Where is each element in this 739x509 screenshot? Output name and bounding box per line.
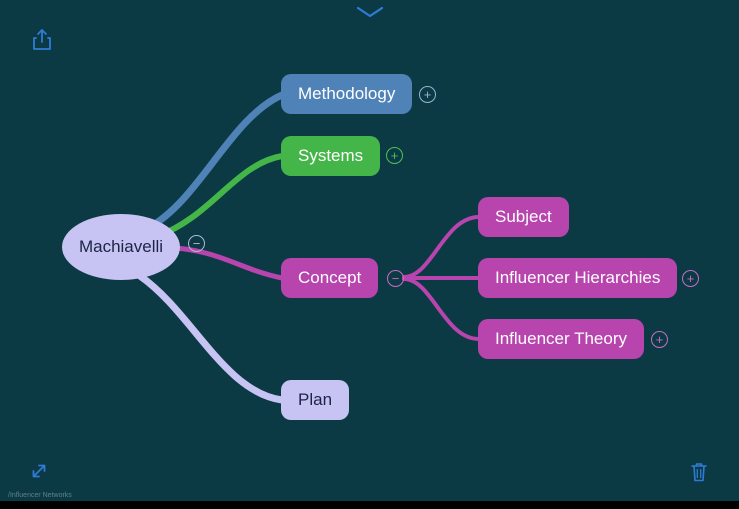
- edge-concept-influencer-theory: [402, 277, 481, 341]
- share-icon: [33, 29, 51, 50]
- node-concept[interactable]: Concept: [281, 258, 379, 298]
- plus-icon: +: [390, 148, 399, 163]
- minus-icon: −: [391, 271, 400, 286]
- delete-button[interactable]: [691, 462, 707, 487]
- node-influencer-theory-label: Influencer Theory: [495, 329, 627, 348]
- node-influencer-hierarchies[interactable]: Influencer Hierarchies: [478, 258, 678, 298]
- edge-root-methodology: [144, 91, 286, 232]
- edge-root-plan: [136, 272, 286, 404]
- collapse-button-concept[interactable]: −: [387, 270, 404, 287]
- plus-icon: +: [686, 271, 695, 286]
- fullscreen-button[interactable]: [30, 462, 48, 485]
- chevron-down-icon: [356, 6, 384, 18]
- plus-icon: +: [423, 87, 432, 102]
- share-button[interactable]: [32, 28, 52, 56]
- node-concept-label: Concept: [298, 268, 362, 287]
- node-plan[interactable]: Plan: [281, 380, 350, 420]
- document-path-label: /Influencer Networks: [8, 492, 72, 499]
- expand-button-methodology[interactable]: +: [419, 86, 436, 103]
- node-machiavelli-label: Machiavelli: [78, 237, 164, 256]
- collapse-toolbar-button[interactable]: [355, 5, 385, 24]
- node-influencer-hierarchies-label: Influencer Hierarchies: [495, 268, 661, 287]
- node-methodology[interactable]: Methodology: [281, 74, 413, 114]
- expand-arrows-icon: [32, 464, 46, 478]
- expand-button-influencer-hierarchies[interactable]: +: [682, 270, 699, 287]
- edge-concept-subject: [402, 215, 481, 279]
- collapse-button-machiavelli[interactable]: −: [188, 235, 205, 252]
- plus-icon: +: [655, 332, 664, 347]
- node-machiavelli[interactable]: Machiavelli: [62, 214, 180, 280]
- home-indicator-bar: [0, 501, 739, 509]
- minus-icon: −: [192, 236, 201, 251]
- node-methodology-label: Methodology: [298, 84, 396, 103]
- expand-button-systems[interactable]: +: [386, 147, 403, 164]
- edge-root-concept: [173, 245, 285, 281]
- edge-root-systems: [155, 153, 285, 239]
- node-subject-label: Subject: [495, 207, 552, 226]
- trash-icon: [691, 463, 707, 482]
- node-influencer-theory[interactable]: Influencer Theory: [478, 319, 644, 359]
- node-systems[interactable]: Systems: [281, 136, 381, 176]
- node-subject[interactable]: Subject: [478, 197, 569, 237]
- expand-button-influencer-theory[interactable]: +: [651, 331, 668, 348]
- node-plan-label: Plan: [298, 390, 333, 409]
- node-systems-label: Systems: [298, 146, 364, 165]
